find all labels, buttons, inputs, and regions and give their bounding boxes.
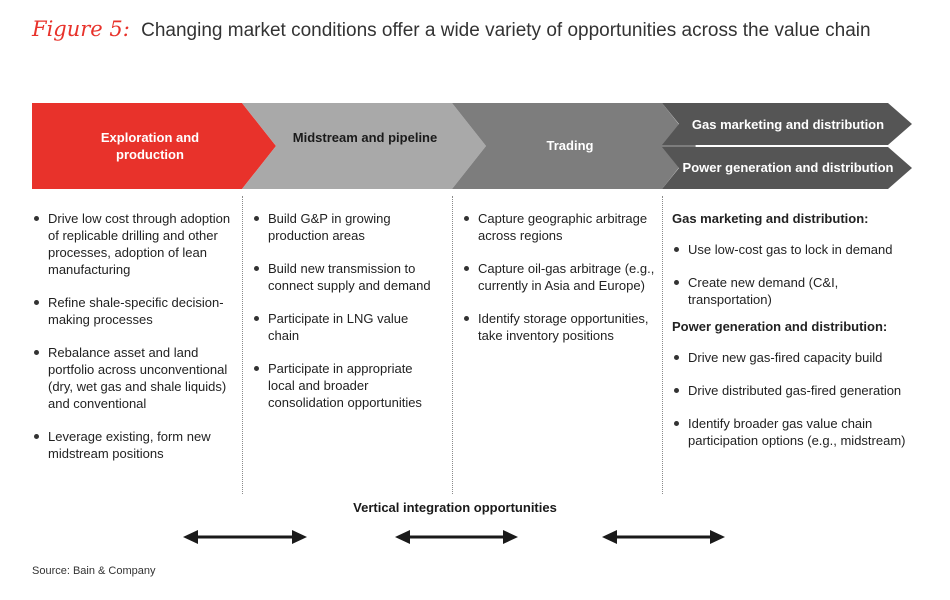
list-item: Use low-cost gas to lock in demand: [672, 241, 922, 258]
stage-label-trading: Trading: [546, 138, 594, 153]
list-item: Capture geographic arbitrage across regi…: [462, 210, 656, 244]
list-item: Refine shale-specific decision-making pr…: [32, 294, 234, 328]
list-item: Drive new gas-fired capacity build: [672, 349, 922, 366]
stage-label-power-generation: Power generation and distribution: [682, 160, 894, 175]
list-item: Rebalance asset and land portfolio acros…: [32, 344, 234, 412]
list-item: Capture oil-gas arbitrage (e.g., current…: [462, 260, 656, 294]
double-arrow-1: [183, 530, 307, 544]
figure-title: Figure 5: Changing market conditions off…: [32, 14, 871, 46]
double-arrow-3: [602, 530, 725, 544]
chevron-exploration: [32, 103, 276, 189]
list-item: Build new transmission to connect supply…: [252, 260, 442, 294]
chevron-power-generation: [662, 147, 912, 189]
list-item: Drive distributed gas-fired generation: [672, 382, 922, 399]
figure-number: Figure 5:: [32, 17, 130, 41]
section-heading-power-generation: Power generation and distribution:: [672, 319, 888, 334]
chevron-trading: [452, 103, 696, 189]
list-item: Drive low cost through adoption of repli…: [32, 210, 234, 278]
list-item: Leverage existing, form new midstream po…: [32, 428, 234, 462]
column-marketing-power: Gas marketing and distribution: Use low-…: [672, 196, 922, 480]
double-arrow-2: [395, 530, 518, 544]
source-note: Source: Bain & Company: [32, 565, 156, 577]
vertical-integration-label: Vertical integration opportunities: [353, 500, 557, 515]
vertical-integration-arrows: [183, 530, 725, 544]
figure-title-text: Changing market conditions offer a wide …: [141, 20, 871, 41]
section-heading-gas-marketing: Gas marketing and distribution:: [672, 211, 869, 226]
column-midstream: Build G&P in growing production areas Bu…: [252, 196, 453, 494]
column-trading: Capture geographic arbitrage across regi…: [462, 196, 663, 494]
chevron-gas-marketing: [662, 103, 912, 145]
list-item: Participate in LNG value chain: [252, 310, 442, 344]
list-item: Identify broader gas value chain partici…: [672, 415, 922, 449]
stage-label-gas-marketing: Gas marketing and distribution: [691, 117, 885, 132]
list-item: Participate in appropriate local and bro…: [252, 360, 442, 411]
chevron-midstream: [242, 103, 486, 189]
column-exploration: Drive low cost through adoption of repli…: [32, 196, 243, 494]
stage-label-exploration: Exploration and production: [100, 130, 200, 162]
list-item: Create new demand (C&I, transportation): [672, 274, 922, 308]
stage-label-midstream: Midstream and pipeline: [292, 130, 438, 145]
list-item: Build G&P in growing production areas: [252, 210, 442, 244]
list-item: Identify storage opportunities, take inv…: [462, 310, 656, 344]
